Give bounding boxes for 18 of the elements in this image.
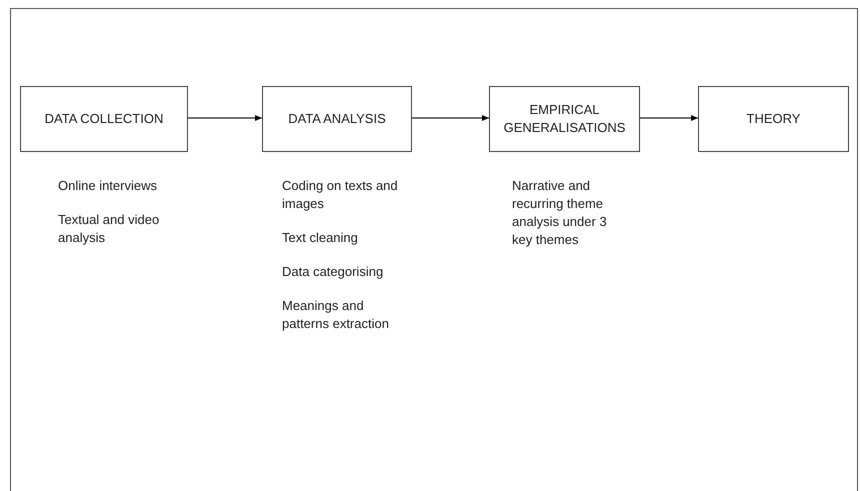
note-text: Meanings and patterns extraction [282,297,390,333]
note-text: Text cleaning [282,229,359,247]
note-text: Coding on texts and images [282,177,399,213]
process-box [698,86,849,152]
box-label: DATA COLLECTION [44,110,164,128]
box-label: EMPIRICAL GENERALISATIONS [502,101,626,137]
box-label: DATA ANALYSIS [288,110,386,128]
process-box [20,86,188,152]
process-box [489,86,640,152]
note-text: Online interviews [58,177,158,195]
note-text: Data categorising [282,263,384,281]
arrow [412,115,490,121]
arrow [188,115,262,121]
process-box [262,86,412,152]
arrow [640,115,698,121]
note-text: Textual and video analysis [58,211,160,247]
box-label: THEORY [746,110,800,128]
note-text: Narrative and recurring theme analysis under 3 key themes [512,177,608,249]
